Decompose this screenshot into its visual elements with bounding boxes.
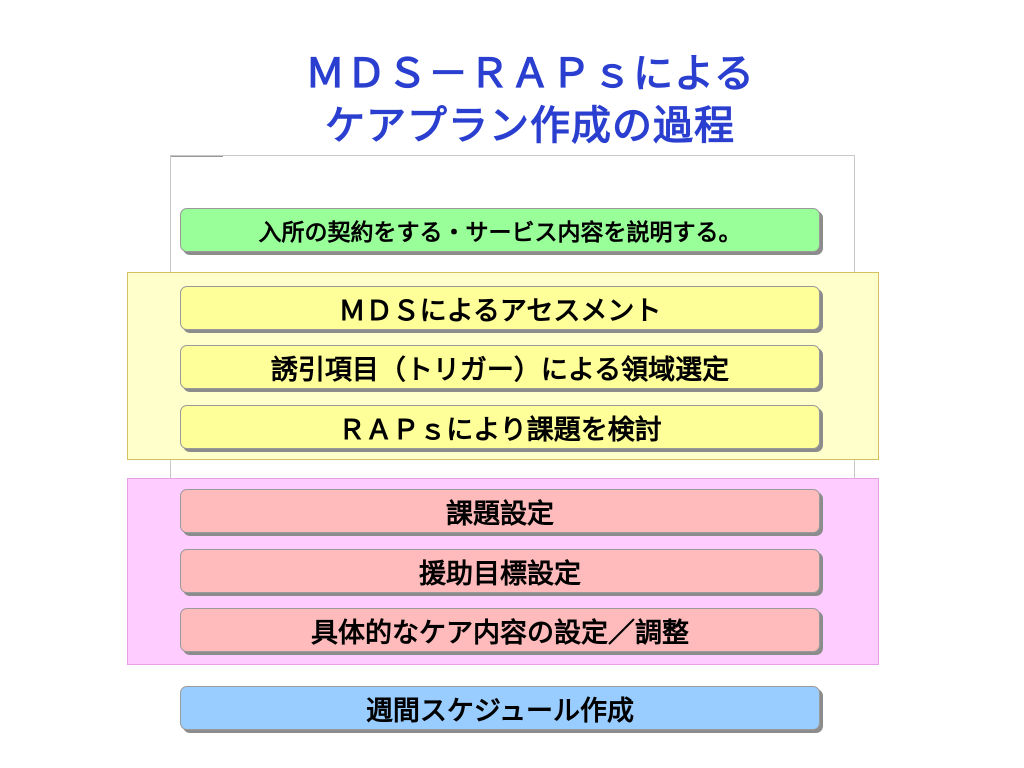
step-goal-setting: 援助目標設定	[180, 549, 820, 593]
slide-title: ＭＤＳ－ＲＡＰｓによる ケアプラン作成の過程	[200, 48, 860, 152]
step-care-content-setting: 具体的なケア内容の設定／調整	[180, 608, 820, 652]
step-contract-explanation: 入所の契約をする・サービス内容を説明する。	[180, 208, 820, 252]
title-line-2: ケアプラン作成の過程	[325, 103, 735, 149]
step-weekly-schedule: 週間スケジュール作成	[180, 686, 820, 730]
step-trigger-area-selection: 誘引項目（トリガー）による領域選定	[180, 345, 820, 389]
frame-corner-mark	[171, 156, 223, 162]
step-mds-assessment: ＭＤＳによるアセスメント	[180, 286, 820, 330]
title-line-1: ＭＤＳ－ＲＡＰｓによる	[305, 51, 755, 97]
step-raps-review: ＲＡＰｓにより課題を検討	[180, 405, 820, 449]
step-issue-setting: 課題設定	[180, 489, 820, 533]
